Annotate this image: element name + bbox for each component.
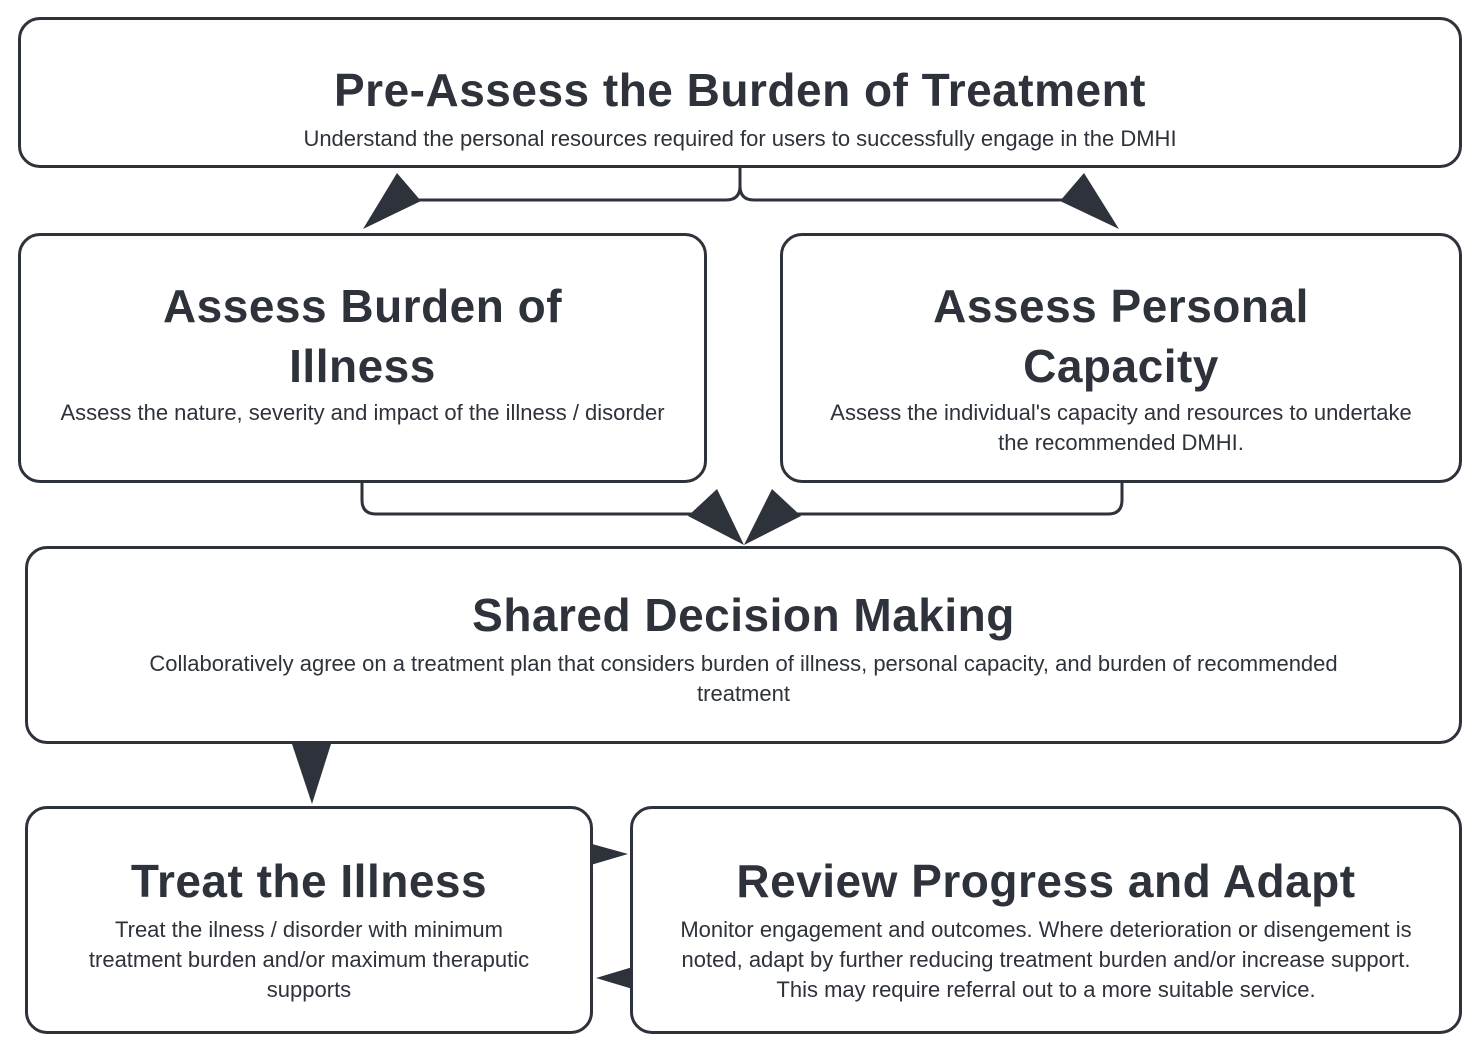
assess-capacity-description: Assess the individual's capacity and res… [830,400,1412,455]
connector-pre-to-capacity [738,168,1075,202]
arrowhead-illness-into-shared [688,489,744,545]
pre-assess-box: Pre-Assess the Burden of Treatment Under… [18,17,1462,168]
arrowhead-to-capacity [1060,173,1119,229]
assess-illness-title: Assess Burden of Illness [162,280,563,392]
pre-assess-description: Understand the personal resources requir… [303,126,1177,151]
connector-pre-to-illness [410,168,742,202]
review-progress-box: Review Progress and Adapt Monitor engage… [630,806,1462,1034]
arrowhead-to-illness [363,173,421,229]
assess-capacity-title: Assess Personal Capacity [933,280,1309,392]
shared-decision-description: Collaboratively agree on a treatment pla… [149,651,1338,706]
treat-illness-box: Treat the Illness Treat the ilness / dis… [25,806,593,1034]
review-progress-description: Monitor engagement and outcomes. Where d… [680,917,1412,1002]
shared-decision-box: Shared Decision Making Collaboratively a… [25,546,1462,744]
shared-decision-title: Shared Decision Making [472,589,1015,641]
review-progress-title: Review Progress and Adapt [736,855,1356,907]
assess-capacity-box: Assess Personal Capacity Assess the indi… [780,233,1462,483]
connector-illness-to-shared [360,483,700,516]
pre-assess-title: Pre-Assess the Burden of Treatment [333,64,1146,116]
assess-illness-box: Assess Burden of Illness Assess the natu… [18,233,707,483]
assess-illness-description: Assess the nature, severity and impact o… [60,400,665,425]
arrowhead-shared-to-treat [292,744,331,804]
connector-capacity-to-shared [790,483,1124,516]
treat-illness-description: Treat the ilness / disorder with minimum… [88,917,530,1002]
arrowhead-capacity-into-shared [744,489,801,545]
treat-illness-title: Treat the Illness [130,855,488,907]
